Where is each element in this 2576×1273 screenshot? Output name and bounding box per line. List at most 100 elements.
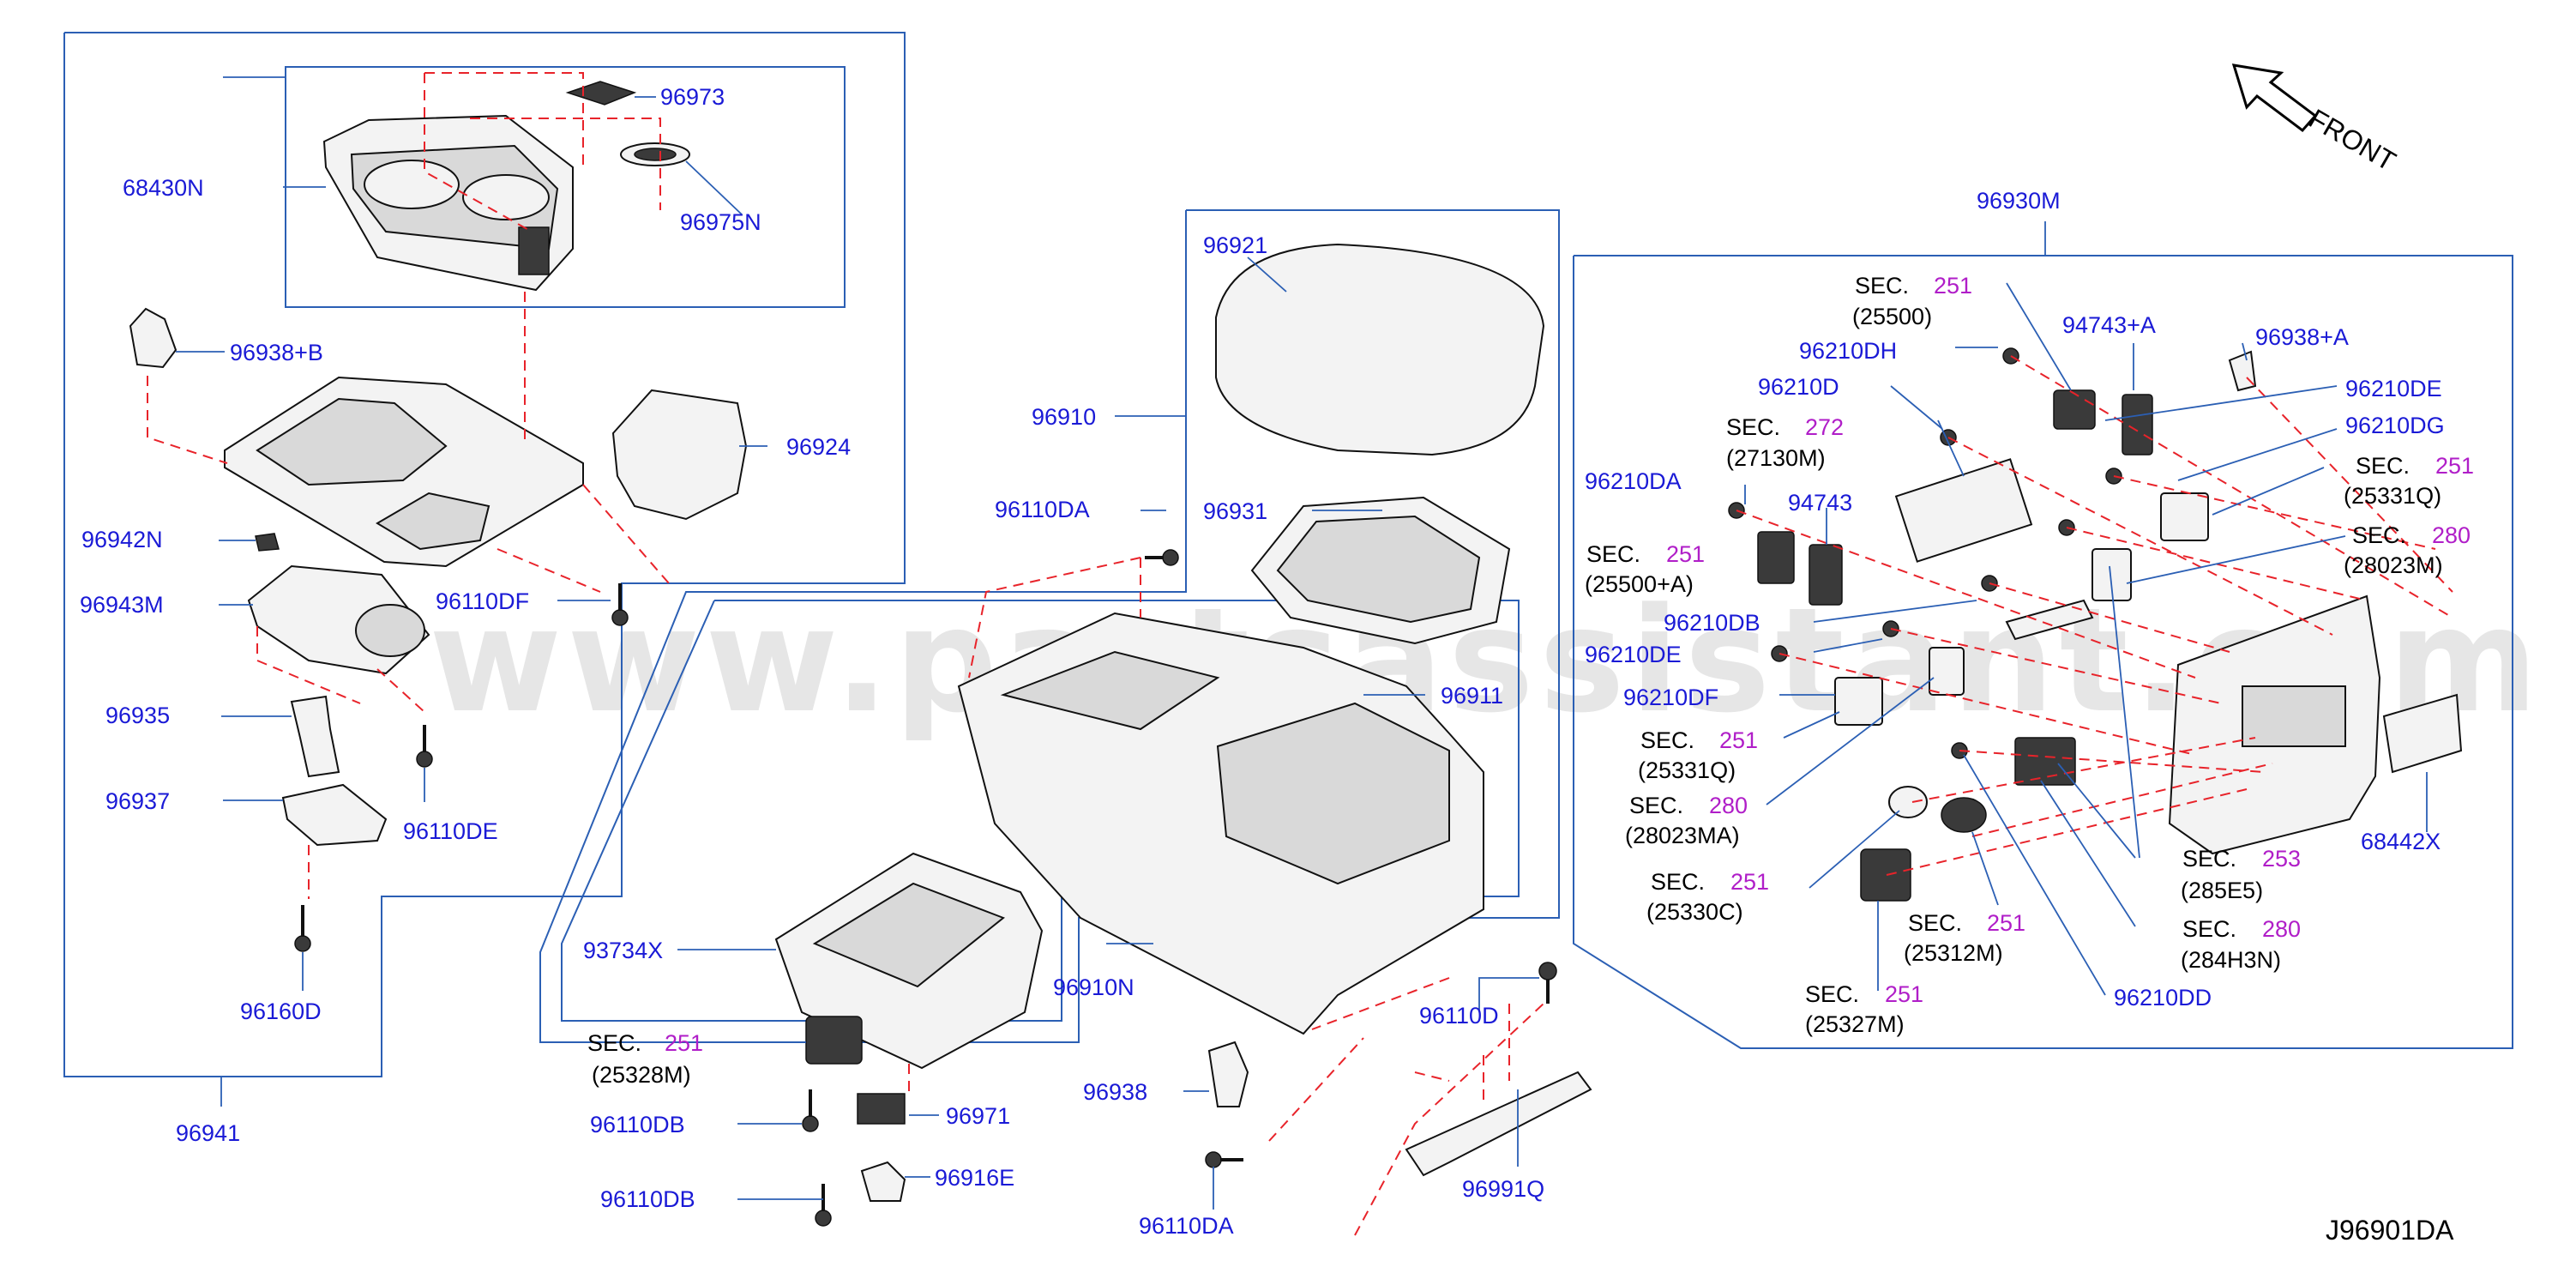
- label-93734X: 93734X: [583, 938, 663, 963]
- label-96110DA-top: 96110DA: [995, 497, 1090, 522]
- label-96210DE: 96210DE: [1585, 642, 1682, 667]
- sec-code-25331Q: (25331Q): [1638, 757, 1736, 783]
- label-94743A: 94743+A: [2062, 312, 2156, 338]
- label-96210DB: 96210DB: [1664, 610, 1760, 636]
- sec-num-25330C: 251: [1730, 869, 1769, 895]
- label-96942N: 96942N: [81, 527, 163, 552]
- part-96991Q-shape: [1405, 1071, 1592, 1177]
- leader-lines: [176, 76, 2428, 1210]
- sec-num-25328M: 251: [665, 1030, 703, 1056]
- sec-label-25331Q: SEC.: [1640, 727, 1694, 753]
- part-96916E-shape: [860, 1161, 906, 1202]
- front-arrow: FRONT: [2231, 63, 2401, 177]
- part-96973-shape: [565, 81, 637, 106]
- label-96210DH: 96210DH: [1799, 338, 1897, 364]
- frame-96910-inner: [561, 600, 1520, 1022]
- label-96941: 96941: [176, 1120, 240, 1146]
- leader-dashes-left: [147, 72, 670, 899]
- cupholder-assembly: [322, 114, 574, 292]
- sec-label-25328M: SEC.: [587, 1030, 641, 1056]
- label-94743: 94743: [1788, 490, 1852, 516]
- part-96937-shape: [281, 783, 388, 847]
- sec-num-25331Q: 251: [1719, 727, 1758, 753]
- bracket-96210DB: [2005, 599, 2094, 641]
- sec-num-25331Q-r: 251: [2435, 453, 2474, 479]
- part-96938B-shape: [129, 307, 178, 369]
- label-96110DF: 96110DF: [436, 588, 529, 614]
- sec-num-25500: 251: [1934, 273, 1972, 299]
- part-96924-shape: [611, 389, 748, 521]
- label-96975N: 96975N: [680, 209, 761, 235]
- label-96971: 96971: [946, 1103, 1010, 1129]
- label-68442X: 68442X: [2361, 829, 2441, 854]
- label-96910: 96910: [1032, 404, 1096, 430]
- clip-96938A: [2228, 350, 2257, 392]
- sec-label-28023MA: SEC.: [1629, 793, 1683, 818]
- part-68442X-shape: [2382, 693, 2463, 774]
- label-96210DA: 96210DA: [1585, 468, 1682, 494]
- label-96160D: 96160D: [240, 998, 322, 1024]
- part-96935-shape: [290, 695, 340, 778]
- label-96973: 96973: [660, 84, 725, 110]
- socket-28023MA: [1929, 647, 1965, 696]
- switch-25500A: [1757, 531, 1795, 584]
- sec-label-28023M: SEC.: [2352, 522, 2406, 548]
- label-96110DB-2: 96110DB: [600, 1186, 695, 1212]
- label-96110DE: 96110DE: [403, 818, 498, 844]
- label-96910N: 96910N: [1053, 974, 1135, 1000]
- label-96210DF: 96210DF: [1623, 685, 1718, 710]
- screw-96110DF: [611, 583, 629, 626]
- label-96210DE-r: 96210DE: [2345, 376, 2442, 401]
- leader-dashes-right: [1736, 355, 2453, 876]
- diagram-code: J96901DA: [2326, 1215, 2454, 1246]
- label-96916E: 96916E: [935, 1165, 1014, 1191]
- label-96110DA-bot: 96110DA: [1139, 1213, 1234, 1239]
- switch-25331Q: [1834, 677, 1883, 726]
- switch-94743: [1809, 544, 1843, 606]
- sec-code-25328M: (25328M): [592, 1062, 691, 1088]
- part-96921-shape: [1215, 243, 1545, 456]
- unit-285E5: [2014, 737, 2076, 786]
- opening-right: [376, 492, 491, 551]
- screw-96110DE: [416, 725, 433, 768]
- sec-num-27130M: 272: [1805, 414, 1844, 440]
- shift-ring: [355, 604, 425, 657]
- lid-frame-inner: [1276, 515, 1481, 624]
- sec-num-28023MA: 280: [1709, 793, 1748, 818]
- sec-label-25330C: SEC.: [1651, 869, 1705, 895]
- label-96110DB-1: 96110DB: [590, 1112, 685, 1137]
- sec-num-284H3N: 280: [2262, 916, 2301, 942]
- screw-96160D: [294, 905, 311, 952]
- label-68430N: 68430N: [123, 175, 204, 201]
- screw-96110DB-1: [802, 1089, 819, 1132]
- label-96935: 96935: [105, 703, 170, 728]
- sec-label-25500A: SEC.: [1586, 541, 1640, 567]
- sec-label-25312M: SEC.: [1908, 910, 1962, 936]
- sec-code-284H3N: (284H3N): [2181, 947, 2281, 973]
- sec-num-25500A: 251: [1666, 541, 1705, 567]
- frame-96941: [63, 32, 906, 1077]
- label-96938: 96938: [1083, 1079, 1147, 1105]
- socket-28023M: [2091, 548, 2132, 601]
- label-96937: 96937: [105, 788, 170, 814]
- sec-code-25500: (25500): [1852, 304, 1932, 329]
- label-96110D: 96110D: [1419, 1003, 1499, 1029]
- sec-code-285E5: (285E5): [2181, 878, 2263, 903]
- screw-96110DA-bot: [1205, 1151, 1243, 1168]
- label-96943M: 96943M: [80, 592, 164, 618]
- label-96938A: 96938+A: [2255, 324, 2349, 350]
- sec-num-25327M: 251: [1885, 981, 1923, 1007]
- console-bin: [1216, 702, 1450, 885]
- label-96931: 96931: [1203, 498, 1267, 524]
- sec-label-25331Q-r: SEC.: [2356, 453, 2410, 479]
- label-96210DD: 96210DD: [2114, 985, 2212, 1011]
- switch-25328M: [805, 1016, 863, 1065]
- part-96971-shape: [857, 1093, 906, 1125]
- label-96921: 96921: [1203, 232, 1267, 258]
- sec-label-25327M: SEC.: [1805, 981, 1859, 1007]
- sec-label-284H3N: SEC.: [2182, 916, 2236, 942]
- label-96991Q: 96991Q: [1462, 1176, 1544, 1202]
- screw-96110DA-top: [1145, 549, 1179, 566]
- bolt-96110D: [1538, 962, 1557, 1004]
